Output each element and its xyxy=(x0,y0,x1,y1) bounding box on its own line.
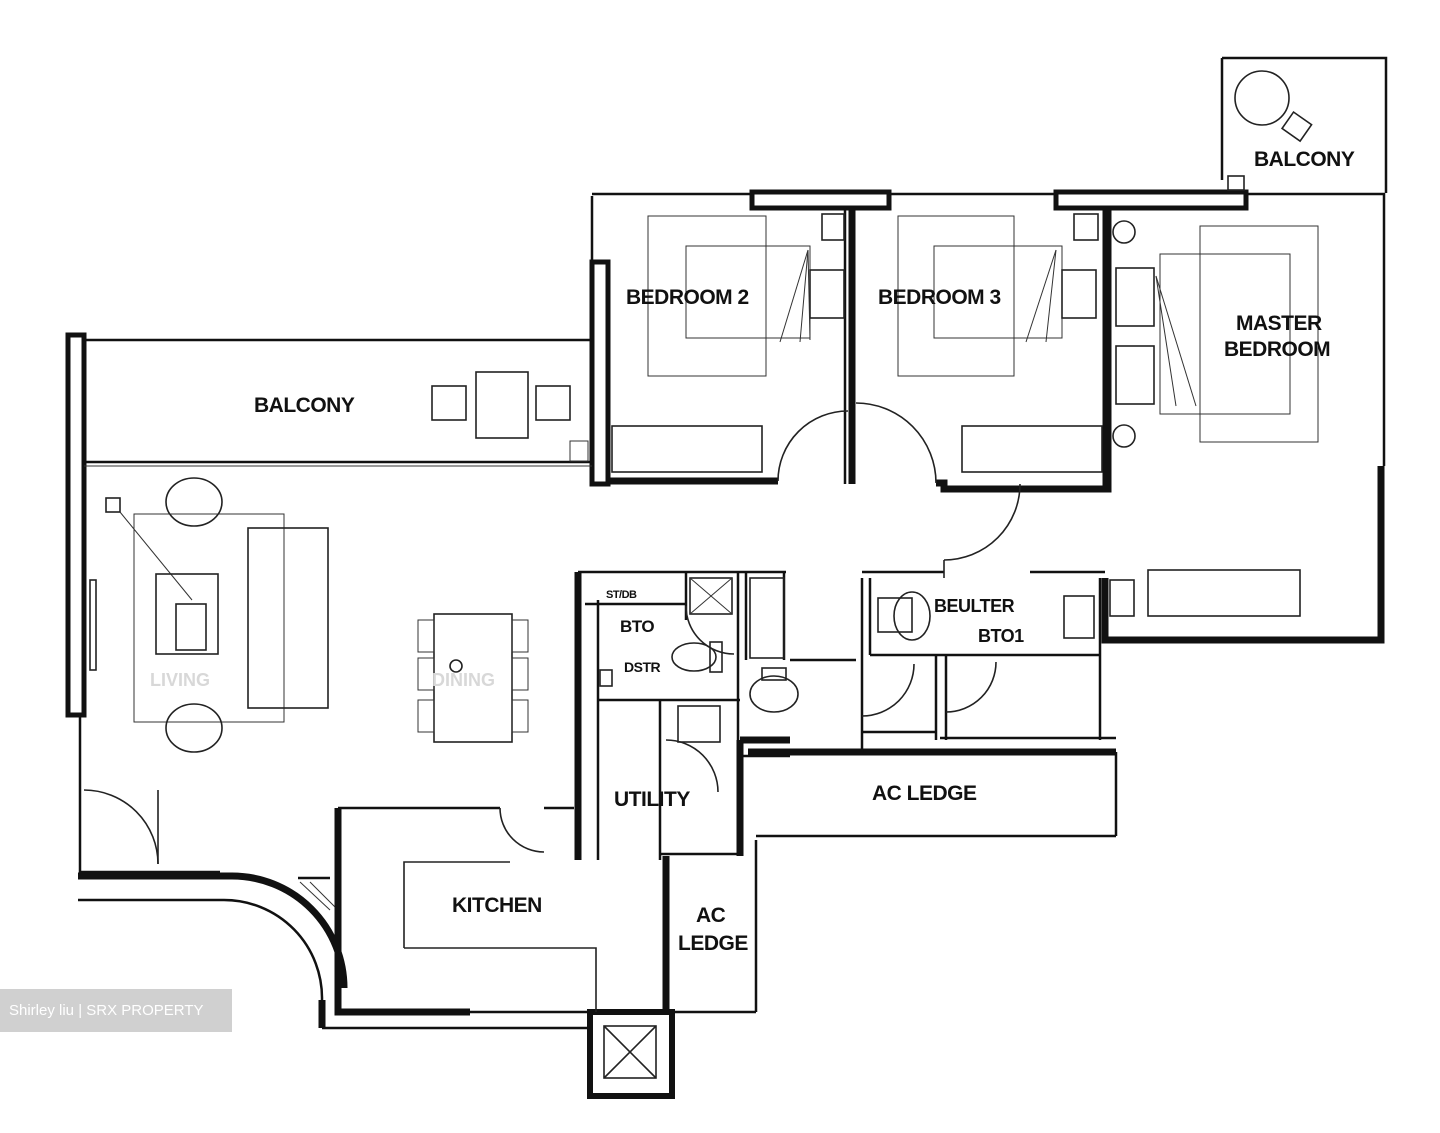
label-bedroom-3: BEDROOM 3 xyxy=(878,286,1001,309)
label-ac-ledge-2-1: AC xyxy=(696,904,726,927)
watermark-banner: Shirley liu | SRX PROPERTY xyxy=(0,989,232,1032)
label-bath-master-1: BEULTER xyxy=(934,596,1015,616)
label-master-bedroom-1: MASTER xyxy=(1236,312,1322,335)
furniture xyxy=(89,70,1319,1012)
label-bath-1-sub: DSTR xyxy=(624,659,661,675)
doors xyxy=(83,402,1021,865)
label-balcony-top: BALCONY xyxy=(1254,148,1355,171)
label-living: LIVING xyxy=(150,670,210,690)
label-bath-1: BTO xyxy=(620,617,654,636)
label-dining: DINING xyxy=(432,670,495,690)
room-labels: BALCONY BEDROOM 2 BEDROOM 3 MASTER BEDRO… xyxy=(150,148,1355,955)
label-bath-master-2: BTO1 xyxy=(978,626,1024,646)
label-utility: UTILITY xyxy=(614,788,690,811)
label-store: ST/DB xyxy=(606,589,637,601)
label-balcony-main: BALCONY xyxy=(254,394,355,417)
label-ac-ledge-2-2: LEDGE xyxy=(678,932,748,955)
label-master-bedroom-2: BEDROOM xyxy=(1224,338,1330,361)
label-bedroom-2: BEDROOM 2 xyxy=(626,286,749,309)
label-kitchen: KITCHEN xyxy=(452,894,542,917)
exterior-walls xyxy=(65,56,1388,1099)
label-ac-ledge-1: AC LEDGE xyxy=(872,782,977,805)
